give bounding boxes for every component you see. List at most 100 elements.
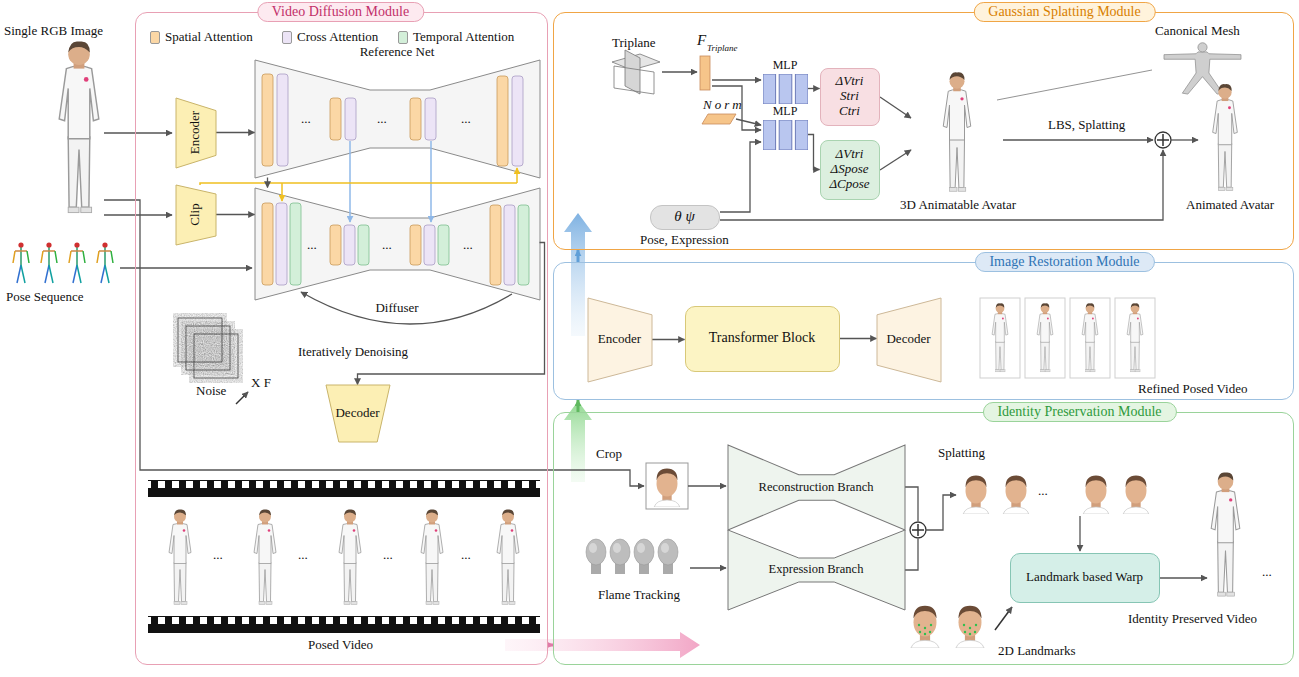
gaussian-illustration: [612, 43, 1241, 220]
svg-use: [13, 242, 29, 283]
node-text: Transformer Block: [709, 330, 815, 346]
svg-polygon: [505, 632, 700, 658]
module-title: Video Diffusion Module: [257, 2, 424, 22]
svg-polygon: [255, 188, 540, 300]
text-label: 2D Landmarks: [998, 644, 1076, 658]
svg-use: [497, 509, 519, 604]
ellipsis-mark: ...: [1262, 565, 1272, 579]
branch-network: Expression Branch: [728, 530, 905, 610]
svg-rect: [795, 120, 808, 150]
connector: [216, 214, 255, 215]
legend-swatch: [398, 31, 408, 44]
connector: [577, 400, 580, 412]
text-label: Animated Avatar: [1186, 198, 1274, 212]
svg-rect: [646, 463, 688, 509]
svg-rect: [290, 203, 301, 285]
svg-path: [912, 524, 924, 536]
svg-use: [586, 539, 606, 574]
svg-rect: [178, 318, 222, 362]
node-text: MLP: [753, 59, 818, 73]
svg-path: [997, 70, 1152, 100]
node-text: Encoder: [188, 111, 203, 154]
text-label: Single RGB Image: [4, 24, 103, 38]
svg-use: [69, 242, 85, 283]
svg-rect: [497, 76, 508, 166]
connector: [652, 339, 685, 340]
svg-rect: [186, 326, 230, 370]
svg-rect: [262, 203, 273, 285]
svg-polygon: [877, 298, 941, 382]
svg-rect: [504, 205, 515, 285]
process-box: θ ψ: [650, 205, 720, 230]
svg-use: [992, 303, 1008, 371]
encoder-block: Encoder: [176, 98, 216, 168]
svg-path: [905, 487, 918, 521]
module-title: Gaussian Splatting Module: [973, 2, 1155, 22]
ellipsis-mark: ...: [463, 238, 473, 252]
module-title: Image Restoration Module: [974, 252, 1154, 272]
unet-block: Reference Net: [255, 60, 540, 178]
text-label: Iteratively Denoising: [298, 345, 408, 359]
ellipsis-mark: ...: [383, 548, 393, 562]
svg-use: [41, 242, 57, 283]
ellipsis-mark: ...: [461, 112, 471, 126]
svg-use: [610, 539, 630, 574]
svg-path: [200, 183, 517, 185]
text-label: LBS, Splatting: [1048, 118, 1125, 132]
legend-text: Spatial Attention: [165, 30, 253, 44]
svg-rect: [330, 225, 341, 265]
svg-path: [880, 97, 911, 118]
svg-circle: [974, 631, 976, 633]
ellipsis-mark: ...: [382, 238, 392, 252]
encoder-block: Clip: [176, 185, 216, 245]
svg-circle: [930, 624, 932, 626]
svg-rect: [763, 74, 776, 104]
svg-path: [720, 142, 761, 212]
svg-circle: [975, 624, 977, 626]
module-panel: Identity Preservation ModuleReconstructi…: [553, 412, 1294, 665]
text-label: X F: [251, 376, 271, 390]
svg-rect: [795, 74, 808, 104]
ellipsis-mark: ...: [298, 548, 308, 562]
svg-rect: [148, 616, 540, 633]
svg-use: [339, 509, 361, 604]
node-text: Expression Branch: [769, 562, 864, 576]
node-text: Clip: [188, 203, 203, 225]
svg-polygon: [176, 185, 216, 245]
svg-use: [254, 509, 276, 604]
svg-use: [634, 539, 654, 574]
svg-use: [1037, 303, 1053, 371]
svg-polygon: [728, 530, 905, 610]
connector: [808, 135, 820, 170]
svg-use: [963, 476, 989, 515]
svg-rect: [700, 56, 710, 90]
svg-path: [349, 141, 351, 222]
module-panel: Gaussian Splatting ModuleMLPMLPΔVtriStri…: [553, 12, 1294, 250]
svg-circle: [964, 631, 966, 633]
video-diffusion-illustration: [13, 41, 644, 633]
text-label: Posed Video: [308, 638, 373, 652]
svg-rect: [1025, 298, 1065, 378]
module-panel: Video Diffusion ModuleEncoderClipReferen…: [135, 12, 548, 665]
svg-rect: [410, 98, 421, 140]
mlp-bars: [763, 74, 808, 104]
svg-circle: [924, 633, 926, 635]
svg-rect: [424, 225, 435, 265]
ellipsis-mark: ...: [307, 238, 317, 252]
svg-path: [120, 267, 252, 268]
svg-polygon: [614, 66, 654, 94]
restoration-illustration: [980, 298, 1155, 378]
svg-use: [654, 469, 680, 508]
svg-rect: [148, 480, 540, 497]
module-title: Identity Preservation Module: [982, 402, 1176, 422]
svg-use: [956, 606, 984, 648]
connector: [840, 338, 877, 339]
text-label: Pose Sequence: [6, 290, 84, 304]
svg-path: [688, 485, 726, 486]
svg-use: [1082, 303, 1098, 371]
node-text: Diffuser: [255, 301, 540, 316]
process-box: ΔVtriStriCtri: [820, 68, 880, 126]
process-box: Transformer Block: [685, 306, 840, 372]
svg-path: [662, 71, 697, 72]
